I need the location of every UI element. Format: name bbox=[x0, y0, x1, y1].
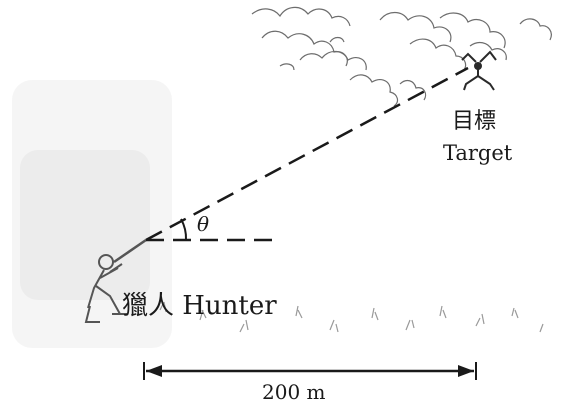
grass-icon bbox=[159, 301, 544, 333]
target-label-chinese: 目標 bbox=[452, 109, 497, 134]
distance-dimension bbox=[143, 362, 477, 380]
line-of-sight bbox=[145, 66, 469, 242]
angle-theta-label: θ bbox=[197, 212, 210, 236]
angle-arc bbox=[180, 218, 188, 241]
left-arrowhead bbox=[146, 365, 162, 377]
distance-label: 200 m bbox=[262, 380, 326, 404]
right-arrowhead bbox=[458, 365, 474, 377]
hunter-icon bbox=[84, 238, 147, 323]
background-haze bbox=[12, 80, 172, 348]
target-label-english: Target bbox=[443, 141, 513, 165]
hunter-label: 獵人 Hunter bbox=[122, 291, 277, 321]
target-bird-icon bbox=[461, 50, 497, 91]
clouds-icon bbox=[251, 6, 552, 107]
